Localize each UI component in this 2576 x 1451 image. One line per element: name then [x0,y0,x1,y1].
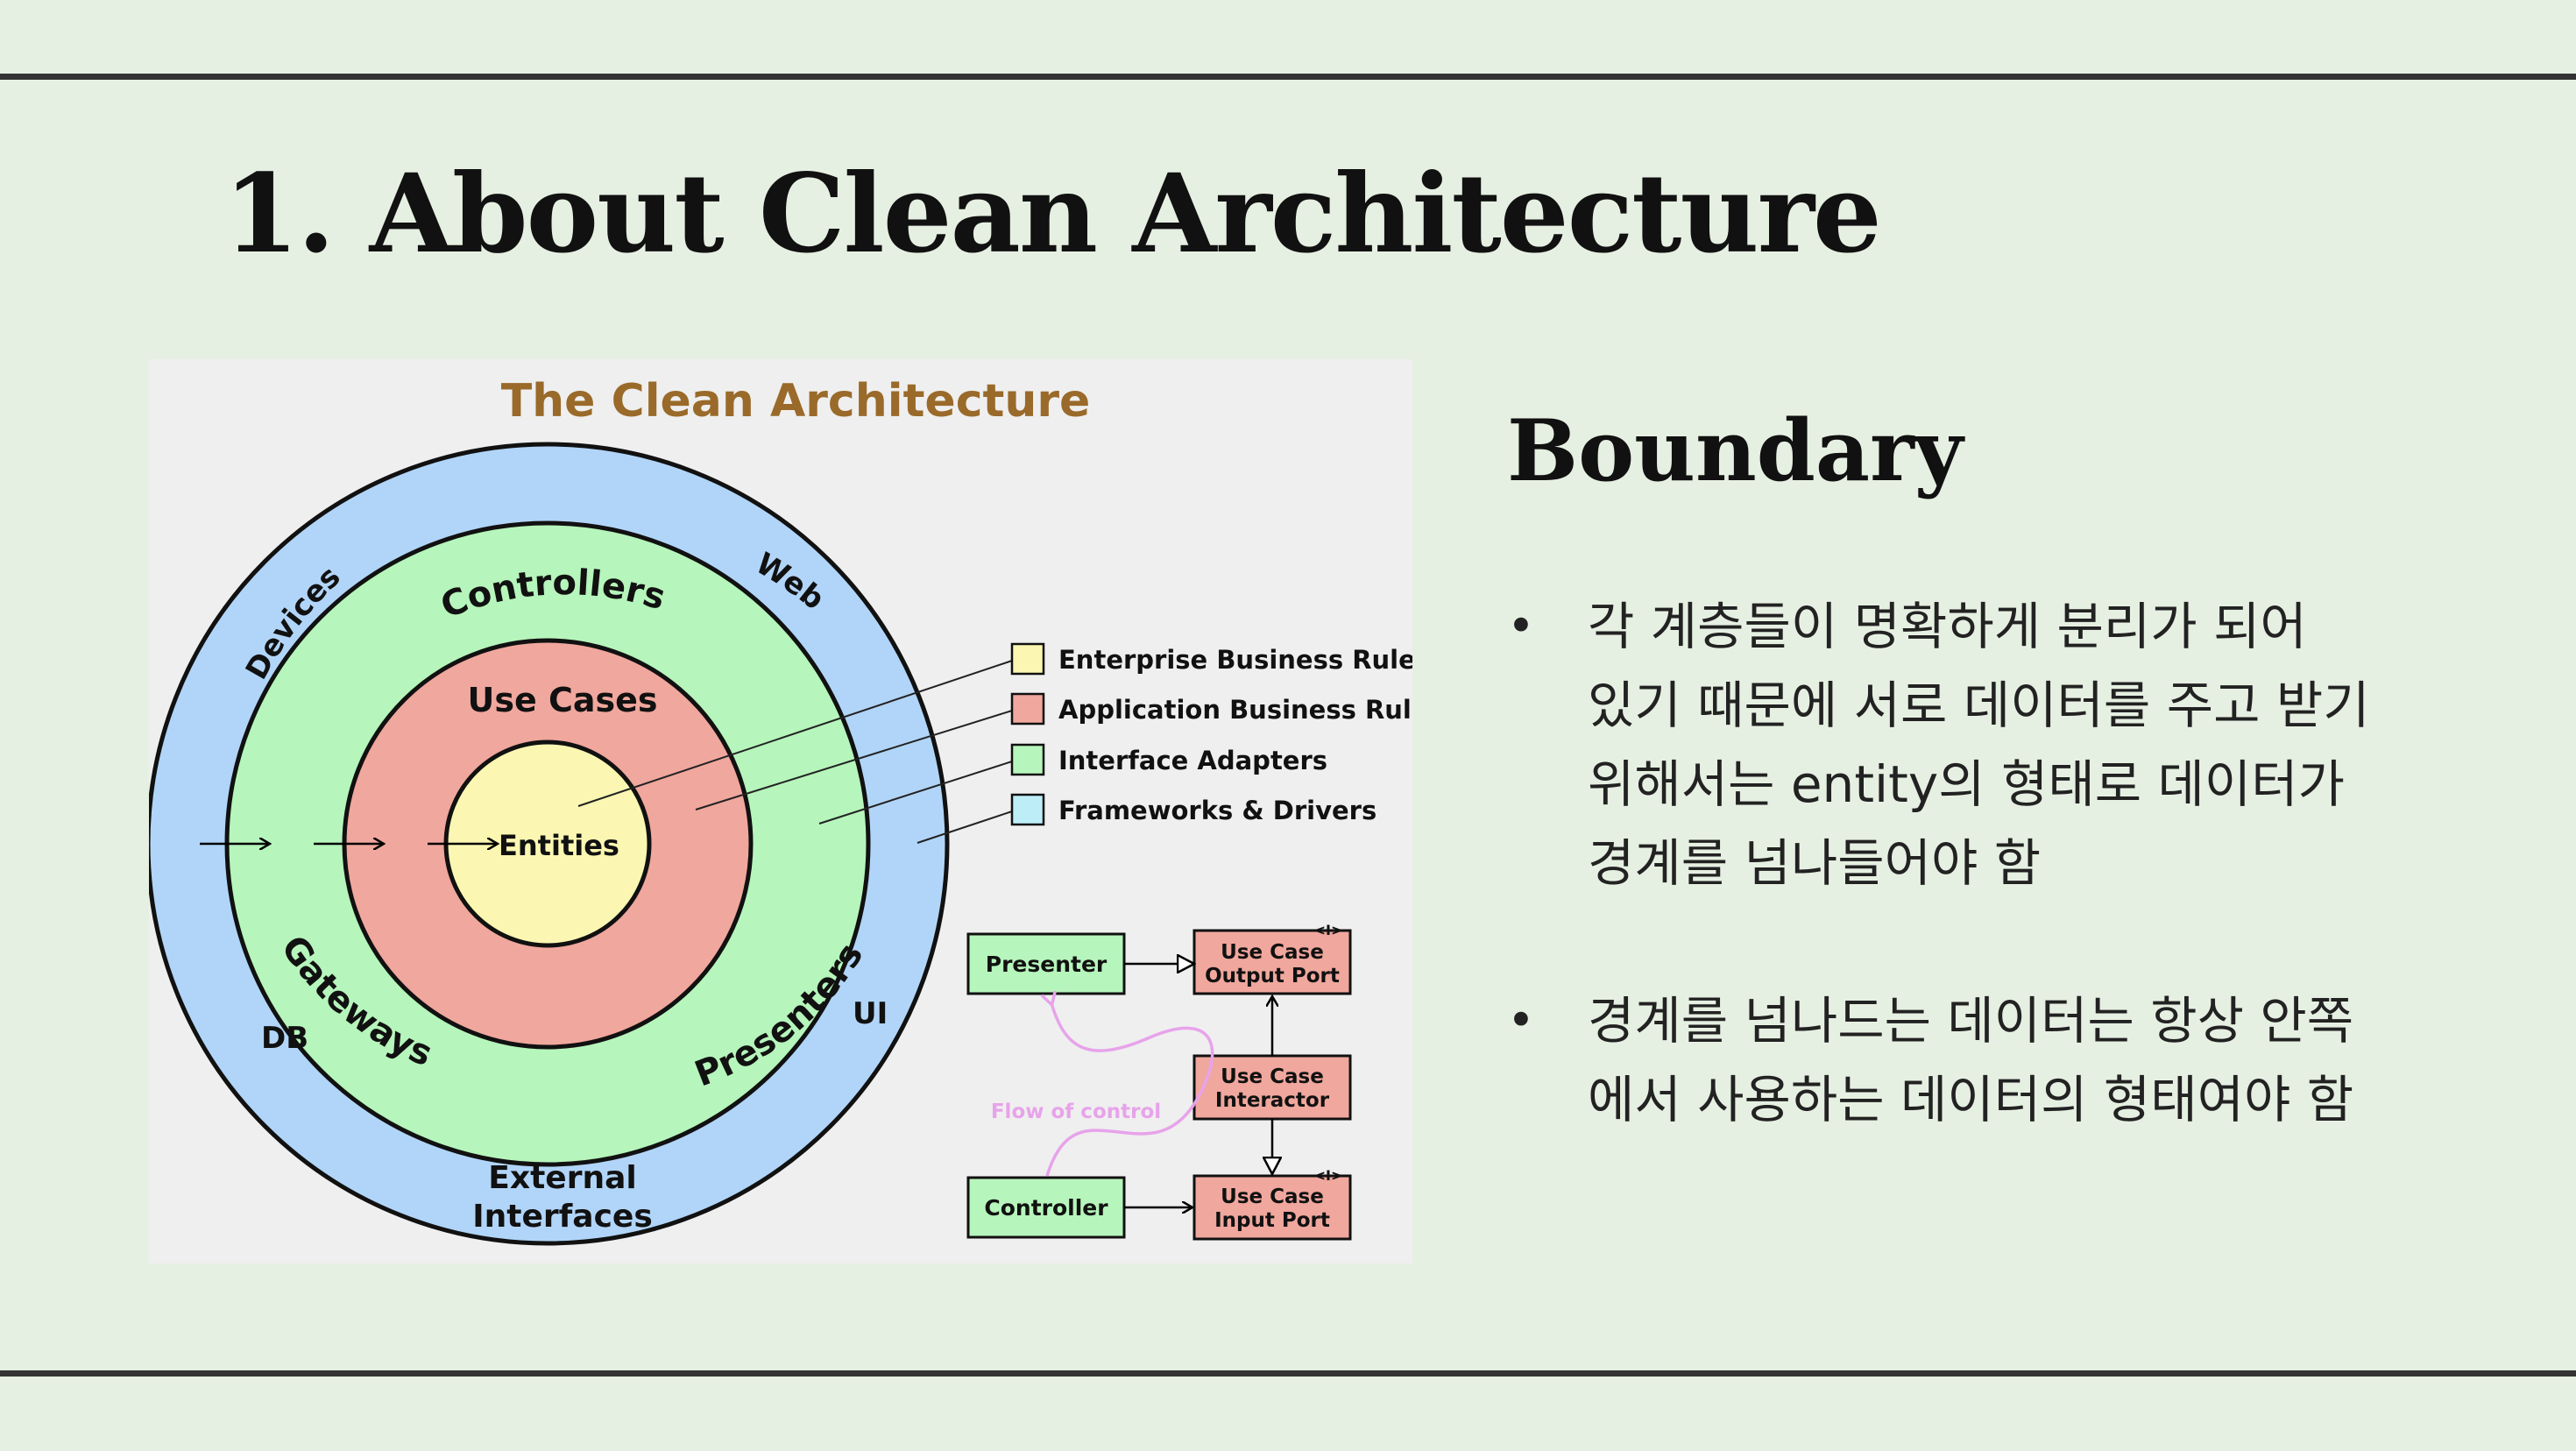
boundary-heading: Boundary [1507,401,1964,500]
legend-label-enterprise: Enterprise Business Rules [1058,645,1412,675]
bullet-line: 각 계층들이 명확하게 분리가 되어 [1588,597,2307,656]
entities-label: Entities [499,829,619,862]
flow-of-control-label: Flow of control [991,1101,1161,1123]
bullet-line: 에서 사용하는 데이터의 형태여야 함 [1588,1070,2354,1129]
input-port-box [1192,1174,1352,1241]
flow-of-control-curve-lower [1045,1103,1196,1177]
output-port-box [1192,929,1352,995]
interactor-line2: Interactor [1215,1089,1330,1112]
slide-title: 1. About Clean Architecture [223,151,1882,278]
bullet-line: 경계를 넘나들어야 함 [1588,833,2042,893]
clean-architecture-diagram: The Clean Architecture Devices Web DB UI… [149,359,1412,1263]
output-port-line1: Use Case [1221,941,1324,964]
legend-label-frameworks: Frameworks & Drivers [1058,796,1376,825]
external-label-line1: External [488,1160,636,1196]
bullet-line: 위해서는 entity의 형태로 데이터가 [1588,754,2345,814]
input-port-interface-marker: <I> [1314,1167,1343,1184]
bullet-item: • 각 계층들이 명확하게 분리가 되어 있기 때문에 서로 데이터를 주고 받… [1507,587,2497,902]
legend-swatch-adapters [1010,743,1045,776]
diagram-title: The Clean Architecture [501,375,1091,428]
top-rule [0,74,2576,80]
boundary-bullet-list: • 각 계층들이 명확하게 분리가 되어 있기 때문에 서로 데이터를 주고 받… [1507,587,2497,1218]
interactor-line1: Use Case [1221,1065,1324,1088]
presenter-box-label: Presenter [986,952,1108,977]
output-port-line2: Output Port [1205,965,1340,987]
bullet-dot-icon: • [1507,993,1535,1048]
flow-of-control-curve-upper [1051,1003,1214,1105]
output-port-interface-marker: <I> [1314,922,1343,938]
legend-leader-use-cases [695,710,1013,810]
db-label: DB [261,1021,308,1056]
bullet-line: 있기 때문에 서로 데이터를 주고 받기 [1588,676,2370,735]
legend-label-adapters: Interface Adapters [1058,746,1327,775]
bottom-rule [0,1370,2576,1377]
bullet-item: • 경계를 넘나드는 데이터는 항상 안쪽 에서 사용하는 데이터의 형태여야 … [1507,981,2497,1139]
diagram-svg: The Clean Architecture Devices Web DB UI… [149,375,1412,1246]
controller-box-label: Controller [984,1195,1108,1221]
bullet-dot-icon: • [1507,598,1535,654]
input-port-line2: Input Port [1214,1209,1330,1232]
input-port-line1: Use Case [1221,1186,1324,1208]
bullet-line: 경계를 넘나드는 데이터는 항상 안쪽 [1588,991,2354,1051]
use-cases-label: Use Cases [467,681,657,719]
legend-swatch-enterprise [1010,642,1045,676]
external-label-line2: Interfaces [472,1199,653,1235]
controller-box [966,1176,1126,1239]
legend-leader-adapters [818,761,1013,825]
legend-label-application: Application Business Rules [1058,695,1412,725]
ui-label: UI [853,996,888,1031]
legend-swatch-frameworks [1010,793,1045,826]
legend-leader-entities [577,660,1013,807]
legend-swatch-application [1010,692,1045,726]
legend-leader-frameworks [916,810,1013,844]
